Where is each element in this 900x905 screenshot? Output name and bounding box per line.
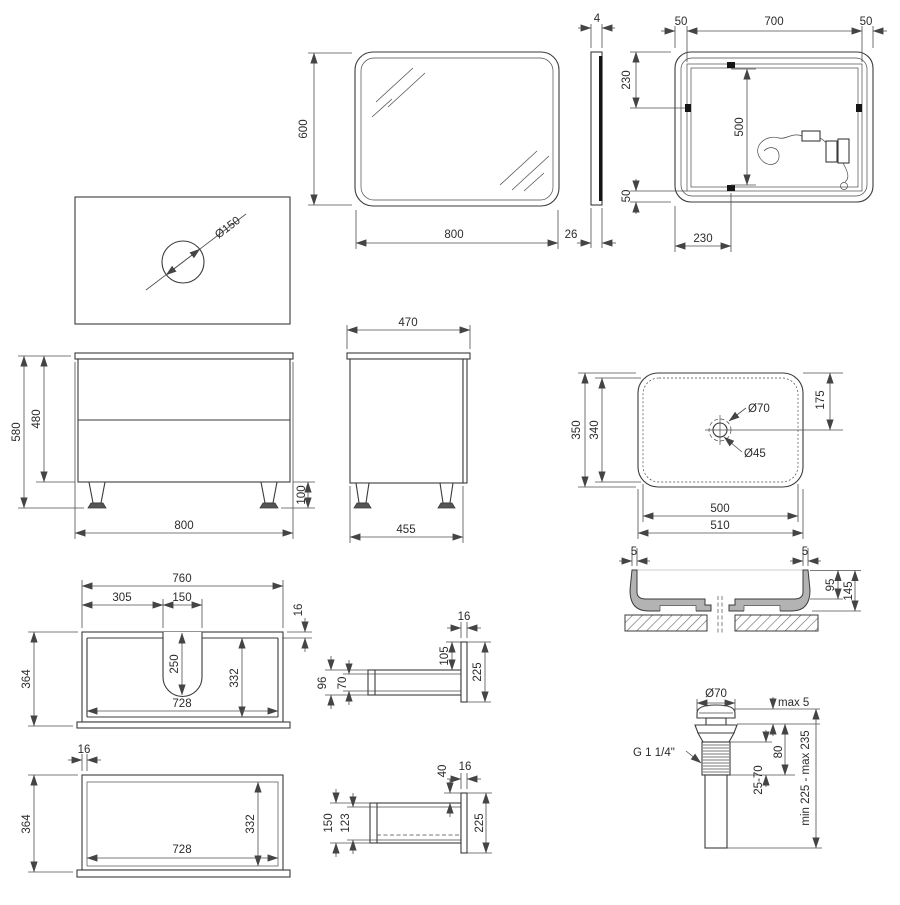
label-drain-thread: G 1 1/4" — [633, 747, 675, 759]
dim-basin-inner-depth: 340 — [589, 420, 601, 439]
panel-plain-view: 16 364 332 728 — [21, 744, 291, 878]
dim-panel2-inner-width: 728 — [172, 844, 191, 856]
mounting-clips — [685, 62, 862, 191]
dim-basin-drain-outer: Ø70 — [748, 403, 770, 415]
dim-rail2-drop: 40 — [437, 765, 449, 778]
mirror-back-view: 50 700 50 230 500 50 230 — [621, 16, 887, 252]
power-cable — [757, 130, 850, 190]
dim-rail2-outer-height: 150 — [323, 813, 335, 832]
drain-flange-cone — [697, 732, 735, 743]
dim-panel-notch-left: 305 — [112, 592, 131, 604]
dim-rail1-plate-height: 225 — [472, 662, 484, 681]
dim-basin-total-height: 145 — [843, 581, 855, 600]
drain-detail-view: Ø70 max 5 80 25-70 min 225 - max 235 G 1… — [633, 688, 822, 849]
dim-drain-flange-height: 80 — [773, 746, 785, 759]
dim-drain-cap-diameter: Ø70 — [705, 688, 727, 700]
dim-panel2-thickness: 16 — [78, 744, 91, 756]
rail-lower-view: 150 123 40 16 225 — [323, 761, 492, 857]
dim-mirror-margin-left: 50 — [675, 16, 688, 28]
dim-rail1-drop: 105 — [439, 646, 451, 665]
dim-panel-height: 364 — [21, 669, 33, 689]
dim-panel-outer-width: 760 — [172, 573, 191, 585]
basin-wall-left — [629, 569, 712, 612]
countertop-hole — [161, 240, 205, 284]
dim-cabinet-body-height: 480 — [31, 409, 43, 428]
dim-cabinet-width: 800 — [174, 520, 193, 532]
dim-cabinet-top-depth: 470 — [398, 317, 417, 329]
dim-drain-clamp-range: 25-70 — [753, 765, 765, 794]
panel-notched-view: 760 305 150 16 364 250 332 728 — [21, 573, 312, 729]
dim-mirror-glass-thickness: 4 — [594, 13, 601, 25]
drain-thread-lines — [703, 744, 729, 773]
dim-basin-inner-depth-section: 95 — [825, 579, 837, 592]
dim-rail1-outer-height: 96 — [317, 677, 329, 690]
dim-rail2-plate-height: 225 — [474, 813, 486, 832]
dim-panel-notch-depth: 250 — [169, 654, 181, 673]
dim-mirror-depth: 26 — [565, 229, 578, 241]
cabinet-front-view: 580 480 100 800 — [11, 352, 315, 539]
dim-rail2-inner-height: 123 — [340, 813, 352, 832]
dim-drain-open-gap: max 5 — [778, 697, 809, 709]
dim-basin-outer-depth: 350 — [571, 420, 583, 439]
cabinet-side-view: 470 455 — [346, 317, 471, 543]
dim-basin-drain-offset: 175 — [815, 390, 827, 409]
dim-basin-outer-width: 510 — [710, 520, 729, 532]
dim-rail1-inner-height: 70 — [337, 677, 349, 690]
basin-section-view: 5 5 95 145 — [619, 546, 861, 634]
rail-upper-view: 96 70 105 16 225 — [317, 611, 491, 709]
dim-rail1-thickness: 16 — [458, 611, 471, 623]
dim-mirror-top-offset: 230 — [621, 70, 633, 89]
countertop-section-left — [624, 614, 708, 632]
dim-panel-inner-width: 728 — [172, 698, 191, 710]
dim-panel-inner-height: 332 — [229, 668, 241, 687]
dim-basin-wall-right: 5 — [802, 546, 808, 558]
dim-panel-thickness: 16 — [293, 604, 305, 617]
dim-basin-drain-hole: Ø45 — [744, 448, 766, 460]
cabinet-front-legs — [87, 481, 279, 509]
cabinet-side-legs — [353, 482, 456, 509]
basin-top-view: Ø70 Ø45 175 350 340 500 510 — [571, 372, 843, 539]
mirror-front-view: 800 600 — [298, 51, 560, 249]
dim-cabinet-leg-height: 100 — [296, 485, 308, 504]
drain-flange-top — [694, 724, 738, 734]
dim-rail2-thickness: 16 — [459, 761, 472, 773]
dim-basin-inner-width: 500 — [710, 503, 729, 515]
dim-panel2-inner-height: 332 — [245, 814, 257, 833]
dim-mirror-bottom-offset: 50 — [621, 190, 633, 203]
dim-mirror-mount-width: 700 — [764, 16, 783, 28]
dim-mirror-margin-right: 50 — [860, 16, 873, 28]
drain-thread — [701, 741, 731, 776]
drain-pipe — [704, 774, 728, 849]
dim-mirror-mount-height: 500 — [734, 117, 746, 136]
mirror-shine-marks — [371, 67, 550, 192]
dim-mirror-height: 600 — [298, 119, 310, 138]
countertop-section-right — [734, 614, 819, 632]
basin-wall-right — [728, 569, 811, 612]
dim-mirror-width: 800 — [444, 229, 463, 241]
dim-cabinet-total-height: 580 — [11, 422, 23, 441]
countertop-top-view: Ø150 — [74, 196, 291, 325]
mirror-side-view: 4 26 — [565, 13, 616, 248]
basin-drain — [705, 415, 735, 445]
dim-basin-wall-left: 5 — [631, 546, 637, 558]
dim-mirror-bottom-inset: 230 — [693, 233, 712, 245]
dim-drain-total-length: min 225 - max 235 — [800, 730, 812, 825]
dim-panel2-height: 364 — [21, 814, 33, 834]
drain-cap — [696, 704, 736, 719]
dim-panel-notch-width: 150 — [172, 592, 191, 604]
dim-cabinet-bottom-depth: 455 — [396, 524, 415, 536]
